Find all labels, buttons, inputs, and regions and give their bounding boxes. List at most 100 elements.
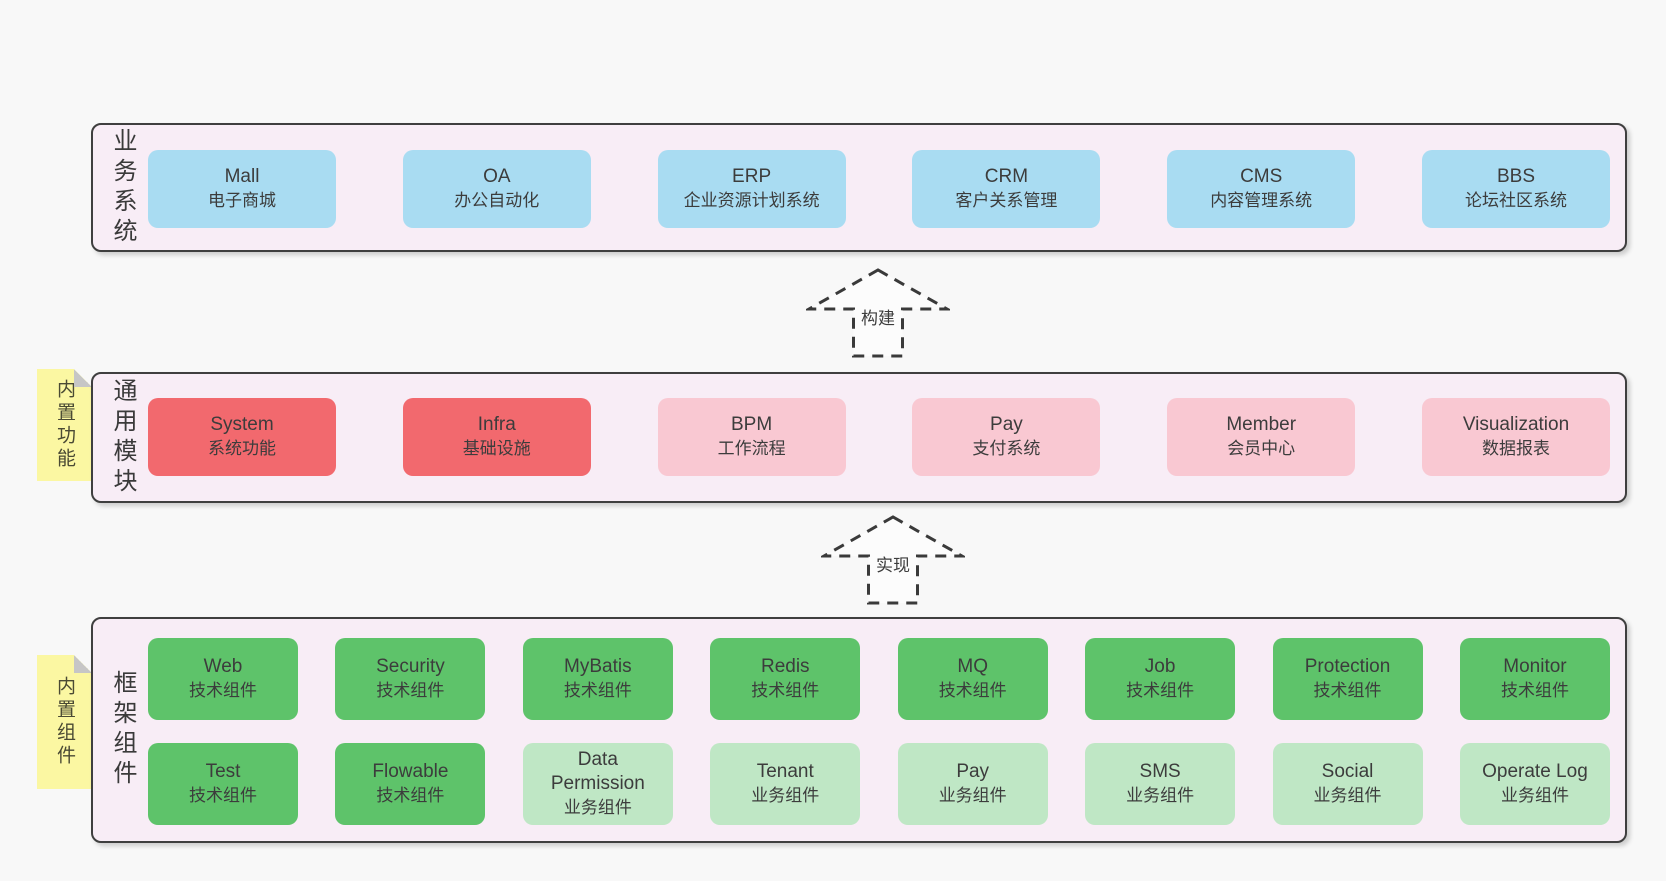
box-title: System xyxy=(210,414,274,435)
framework-components-panel: 框架组件 Web 技术组件 Security 技术组件 MyBatis 技术组件… xyxy=(91,617,1627,843)
box-subtitle: 业务组件 xyxy=(1126,786,1195,805)
box-title: CRM xyxy=(984,166,1029,187)
box-mq: MQ 技术组件 xyxy=(897,638,1048,720)
box-title: ERP xyxy=(732,166,772,187)
box-subtitle: 业务组件 xyxy=(563,798,632,817)
box-title: MyBatis xyxy=(564,656,632,677)
up-arrow-icon: 实现 xyxy=(821,515,965,605)
box-mybatis: MyBatis 技术组件 xyxy=(522,638,673,720)
up-arrow-icon: 构建 xyxy=(806,268,950,358)
box-social: Social 业务组件 xyxy=(1272,743,1423,825)
box-data-permission: Data Permission 业务组件 xyxy=(522,743,673,825)
box-subtitle: 技术组件 xyxy=(376,681,445,700)
box-title: Social xyxy=(1321,761,1374,782)
box-subtitle: 技术组件 xyxy=(1313,681,1382,700)
box-title: Protection xyxy=(1304,656,1391,677)
box-title: OA xyxy=(483,166,511,187)
box-subtitle: 论坛社区系统 xyxy=(1464,191,1567,210)
framework-row-2: Test 技术组件 Flowable 技术组件 Data Permission … xyxy=(148,743,1610,825)
box-title: BPM xyxy=(731,414,773,435)
box-title: Operate Log xyxy=(1482,761,1588,782)
box-title: Data Permission xyxy=(550,749,645,794)
box-title: Pay xyxy=(956,761,990,782)
box-sms: SMS 业务组件 xyxy=(1085,743,1236,825)
box-bpm: BPM 工作流程 xyxy=(657,398,846,476)
box-redis: Redis 技术组件 xyxy=(710,638,861,720)
box-subtitle: 技术组件 xyxy=(376,786,445,805)
box-pay: Pay 支付系统 xyxy=(912,398,1101,476)
business-systems-panel: 业务系统 Mall 电子商城 OA 办公自动化 ERP 企业资源计划系统 CRM… xyxy=(91,123,1627,252)
box-subtitle: 办公自动化 xyxy=(454,191,540,210)
box-subtitle: 业务组件 xyxy=(1313,786,1382,805)
box-title: BBS xyxy=(1496,166,1535,187)
common-modules-row: System 系统功能 Infra 基础设施 BPM 工作流程 Pay 支付系统… xyxy=(148,398,1610,476)
box-title: Mall xyxy=(224,166,260,187)
box-title: Monitor xyxy=(1503,656,1567,677)
box-title: Redis xyxy=(760,656,810,677)
box-subtitle: 数据报表 xyxy=(1481,439,1550,458)
box-protection: Protection 技术组件 xyxy=(1272,638,1423,720)
box-subtitle: 技术组件 xyxy=(751,681,820,700)
framework-components-label: 框架组件 xyxy=(109,670,136,790)
business-systems-row: Mall 电子商城 OA 办公自动化 ERP 企业资源计划系统 CRM 客户关系… xyxy=(148,150,1610,228)
box-subtitle: 工作流程 xyxy=(717,439,786,458)
build-arrow: 构建 xyxy=(806,267,950,359)
box-subtitle: 内容管理系统 xyxy=(1210,191,1313,210)
box-member: Member 会员中心 xyxy=(1167,398,1356,476)
box-subtitle: 电子商城 xyxy=(208,191,276,210)
box-title: Flowable xyxy=(372,761,449,782)
box-subtitle: 技术组件 xyxy=(938,681,1007,700)
box-subtitle: 技术组件 xyxy=(189,786,257,805)
box-title: MQ xyxy=(957,656,988,677)
box-title: Pay xyxy=(990,414,1023,435)
box-title: Tenant xyxy=(756,761,814,782)
box-subtitle: 会员中心 xyxy=(1227,439,1296,458)
box-subtitle: 技术组件 xyxy=(563,681,632,700)
box-erp: ERP 企业资源计划系统 xyxy=(657,150,846,228)
box-operate-log: Operate Log 业务组件 xyxy=(1459,743,1610,825)
box-subtitle: 技术组件 xyxy=(189,681,257,700)
box-system: System 系统功能 xyxy=(148,398,336,476)
builtin-features-sticky-label: 内置功能 xyxy=(54,379,75,471)
box-flowable: Flowable 技术组件 xyxy=(335,743,486,825)
box-title: SMS xyxy=(1139,761,1181,782)
business-systems-label: 业务系统 xyxy=(109,127,136,248)
box-title: CMS xyxy=(1240,166,1283,187)
box-subtitle: 业务组件 xyxy=(1500,786,1569,805)
common-modules-label: 通用模块 xyxy=(109,377,136,498)
builtin-features-sticky: 内置功能 xyxy=(37,369,92,481)
build-arrow-label: 构建 xyxy=(861,309,895,328)
box-web: Web 技术组件 xyxy=(148,638,298,720)
box-pay-biz: Pay 业务组件 xyxy=(897,743,1048,825)
box-subtitle: 基础设施 xyxy=(462,439,531,458)
box-subtitle: 业务组件 xyxy=(751,786,820,805)
box-subtitle: 企业资源计划系统 xyxy=(683,191,820,210)
box-mall: Mall 电子商城 xyxy=(148,150,336,228)
box-title: Job xyxy=(1144,656,1176,677)
common-modules-panel: 通用模块 System 系统功能 Infra 基础设施 BPM 工作流程 Pay… xyxy=(91,372,1627,503)
box-title: Member xyxy=(1226,414,1297,435)
box-title: Security xyxy=(376,656,445,677)
box-crm: CRM 客户关系管理 xyxy=(912,150,1101,228)
box-infra: Infra 基础设施 xyxy=(402,398,591,476)
box-test: Test 技术组件 xyxy=(148,743,298,825)
implement-arrow-label: 实现 xyxy=(876,556,910,575)
box-monitor: Monitor 技术组件 xyxy=(1459,638,1610,720)
builtin-components-sticky-label: 内置组件 xyxy=(54,676,75,768)
builtin-components-sticky: 内置组件 xyxy=(37,655,92,789)
framework-row-1: Web 技术组件 Security 技术组件 MyBatis 技术组件 Redi… xyxy=(148,638,1610,720)
box-oa: OA 办公自动化 xyxy=(402,150,591,228)
box-subtitle: 技术组件 xyxy=(1500,681,1569,700)
box-visualization: Visualization 数据报表 xyxy=(1421,398,1610,476)
box-tenant: Tenant 业务组件 xyxy=(710,743,861,825)
box-bbs: BBS 论坛社区系统 xyxy=(1421,150,1610,228)
implement-arrow: 实现 xyxy=(821,514,965,606)
box-title: Web xyxy=(203,656,243,677)
box-subtitle: 客户关系管理 xyxy=(955,191,1058,210)
box-security: Security 技术组件 xyxy=(335,638,486,720)
box-title: Test xyxy=(205,761,241,782)
box-subtitle: 系统功能 xyxy=(208,439,276,458)
box-subtitle: 支付系统 xyxy=(972,439,1041,458)
box-subtitle: 技术组件 xyxy=(1126,681,1195,700)
